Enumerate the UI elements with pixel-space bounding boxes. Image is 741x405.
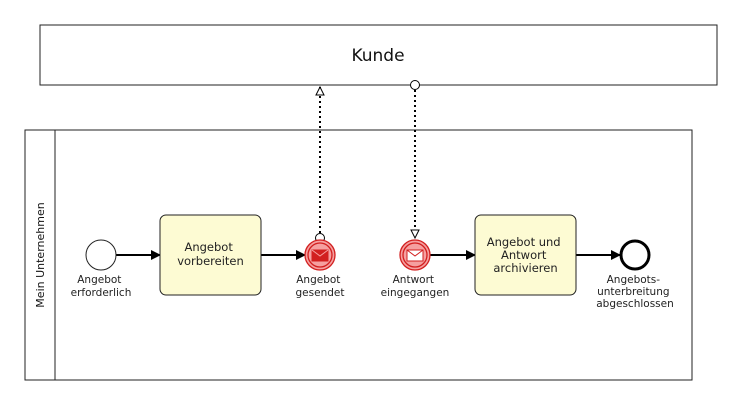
customer-pool-title: Kunde <box>351 46 404 66</box>
task-prepare-offer-label: Angebot vorbereiten <box>177 240 244 268</box>
customer-pool[interactable]: Kunde <box>39 24 718 86</box>
offer-sent-label: Angebot gesendet <box>296 274 345 299</box>
filled-envelope-icon <box>311 249 329 262</box>
end-event-label: Angebots- unterbreitung abgeschlossen <box>596 274 674 310</box>
task-archive[interactable]: Angebot und Antwort archivieren <box>474 214 577 296</box>
message-flow-incoming[interactable] <box>410 80 420 239</box>
offer-sent-event[interactable] <box>304 239 336 271</box>
end-event[interactable] <box>619 239 651 271</box>
task-prepare-offer[interactable]: Angebot vorbereiten <box>159 214 262 296</box>
reply-received-event[interactable] <box>399 239 431 271</box>
company-lane-title: Mein Unternehmen <box>34 202 47 307</box>
task-archive-label: Angebot und Antwort archivieren <box>487 235 565 275</box>
start-event[interactable] <box>85 239 117 271</box>
reply-received-label: Antwort eingegangen <box>381 274 450 299</box>
envelope-icon <box>406 249 424 262</box>
start-event-label: Angebot erforderlich <box>71 274 132 299</box>
